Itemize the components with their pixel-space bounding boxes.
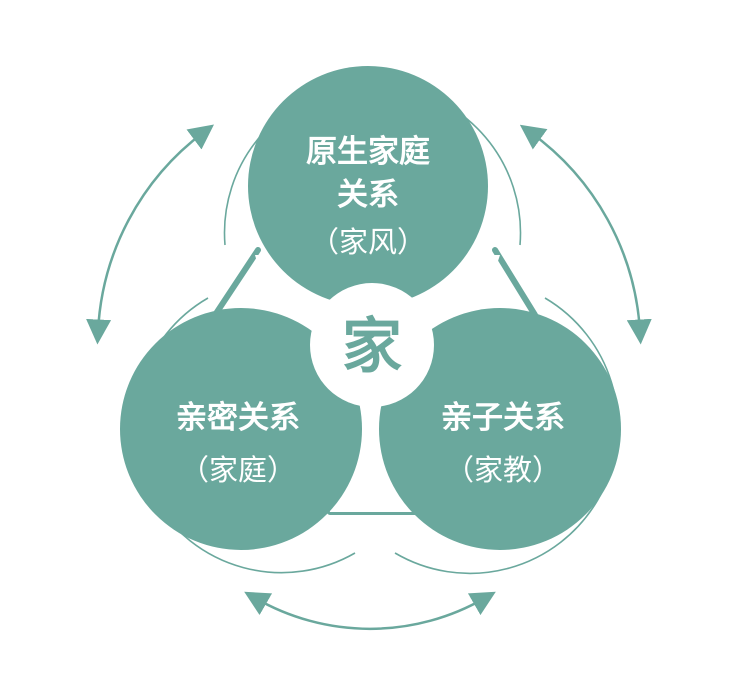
right-title: 亲子关系 (441, 400, 565, 436)
top-sub: （家风） (310, 225, 426, 259)
circle-left (120, 308, 362, 550)
right-sub: （家教） (445, 453, 561, 487)
double-arrow-icon-right (519, 124, 652, 345)
circle-right (379, 308, 621, 550)
double-arrow-icon-left (86, 124, 215, 345)
circle-top (248, 66, 488, 306)
left-sub: （家庭） (180, 453, 296, 487)
left-title: 亲密关系 (176, 400, 300, 436)
top-title-line1: 原生家庭 (306, 134, 430, 170)
top-title-line2: 关系 (337, 177, 399, 213)
double-arrow-icon-bottom (244, 591, 496, 631)
center-char: 家 (342, 312, 402, 382)
center-disk (310, 283, 434, 407)
